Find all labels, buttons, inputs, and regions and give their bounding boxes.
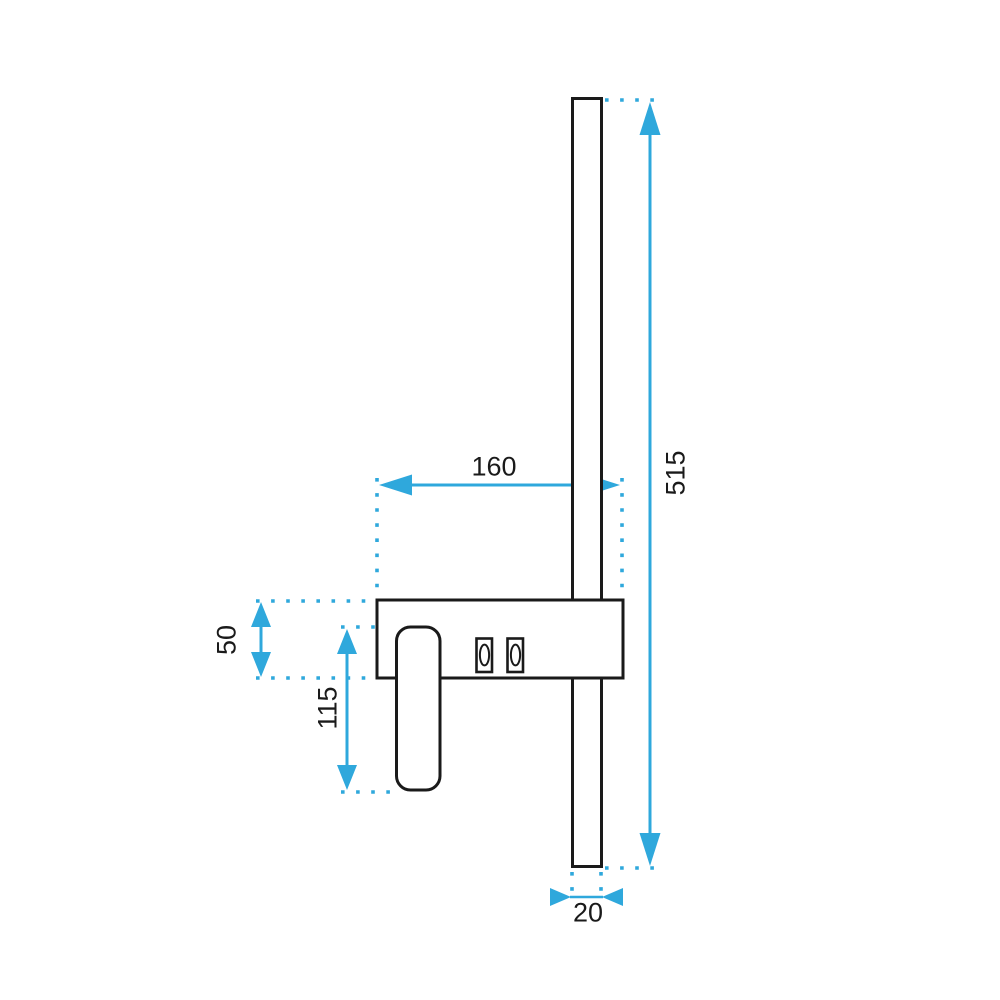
switch-2-toggle (509, 643, 522, 667)
dim-arrow-115 (337, 629, 357, 790)
extension-dotted-lines (256, 98, 657, 891)
dim-label-160: 160 (471, 451, 517, 482)
switch-2 (506, 637, 525, 674)
arrowhead-down (337, 765, 357, 790)
arrowhead-inward-left (602, 888, 623, 906)
dim-arrow-515 (639, 102, 661, 866)
dimension-arrows (251, 102, 661, 906)
arrowhead-up (337, 629, 357, 654)
dim-label-115: 115 (312, 686, 343, 730)
dim-label-515: 515 (660, 450, 691, 496)
dim-arrow-50 (251, 602, 271, 677)
arrowhead-inward-right (550, 888, 571, 906)
switch-1-toggle (478, 643, 491, 667)
dim-arrow-20 (550, 888, 623, 906)
arrowhead-up (251, 602, 271, 627)
dim-label-50: 50 (211, 624, 242, 656)
dim-label-20: 20 (572, 897, 604, 928)
arrowhead-down (251, 652, 271, 677)
lamp-outline (375, 97, 625, 868)
switch-1 (475, 637, 494, 674)
lamp-vertical-bar (571, 97, 603, 868)
arrowhead-down (639, 833, 661, 866)
arrowhead-up (639, 102, 661, 135)
arrowhead-left (379, 474, 412, 496)
lamp-wall-plate (395, 625, 442, 792)
